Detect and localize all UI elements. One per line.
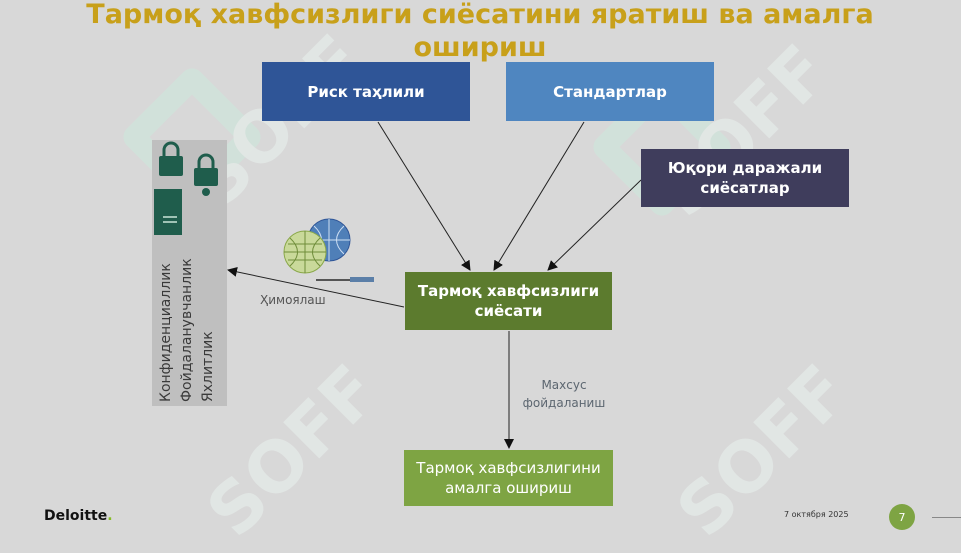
arrow-risk-to-policy xyxy=(377,121,471,271)
high-level-policies-box: Юқори даражали сиёсатлар xyxy=(641,149,849,207)
integrity-label: Яхлитлик xyxy=(200,331,216,402)
network-security-policy-box: Тармоқ хавфсизлиги сиёсати xyxy=(405,272,612,330)
globe-network-icon xyxy=(283,218,374,282)
security-properties-text: Конфиденциаллик Фойдаланувчанлик Яхлитли… xyxy=(156,258,219,402)
lock-icon xyxy=(194,153,218,196)
protect-label: Ҳимоялаш xyxy=(260,293,326,307)
special-use-label: Махсус фойдаланиш xyxy=(522,378,606,410)
logo-dot: . xyxy=(107,508,113,524)
server-icon xyxy=(154,189,182,235)
footer-line xyxy=(932,517,961,518)
availability-label: Фойдаланувчанлик xyxy=(179,258,195,402)
arrow-policy-to-panel xyxy=(227,266,405,308)
page-number: 7 xyxy=(889,504,915,530)
confidentiality-label: Конфиденциаллик xyxy=(158,263,174,402)
implement-network-security-box: Тармоқ хавфсизлигини амалга ошириш xyxy=(404,450,613,506)
deloitte-logo: Deloitte. xyxy=(44,508,113,524)
slide-title: Тармоқ хавфсизлиги сиёсатини яратиш ва а… xyxy=(86,0,874,63)
diagram-arrows xyxy=(227,121,642,449)
arrow-high-to-policy xyxy=(547,179,642,271)
lock-icon xyxy=(159,141,183,176)
risk-analysis-box: Риск таҳлили xyxy=(262,62,470,121)
standards-box: Стандартлар xyxy=(506,62,714,121)
arrow-standards-to-policy xyxy=(493,121,585,271)
slide-date: 7 октября 2025 xyxy=(784,510,849,519)
logo-text: Deloitte xyxy=(44,508,108,524)
